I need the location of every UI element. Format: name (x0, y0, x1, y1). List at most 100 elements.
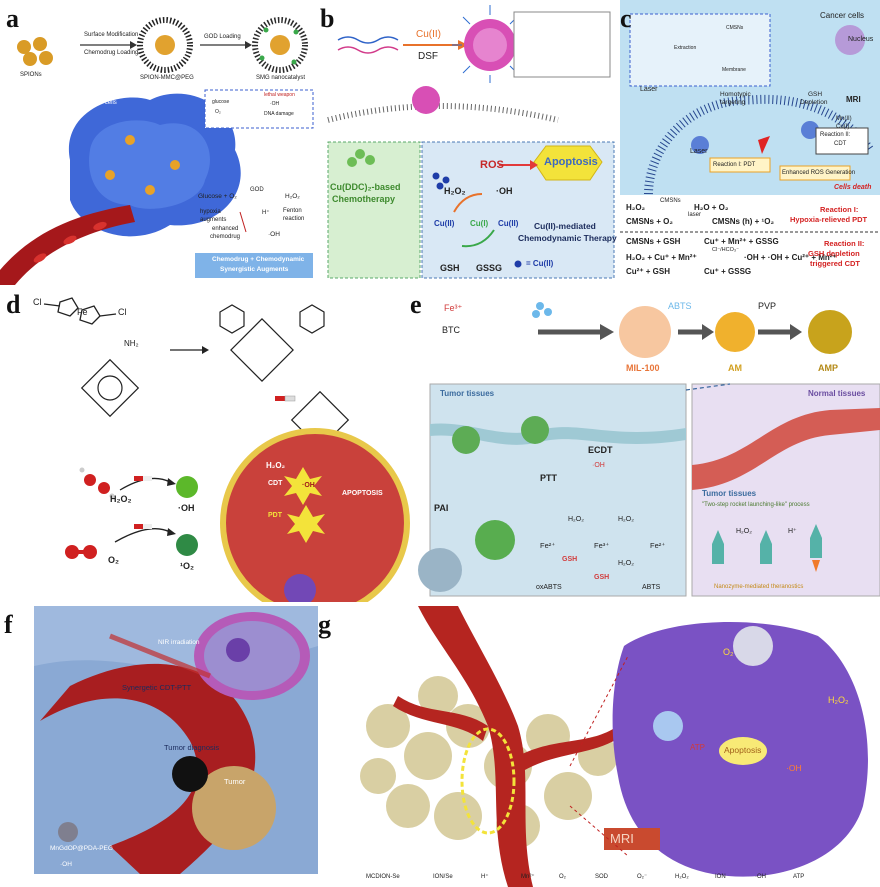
panel-a: a SPIONs Surface Modification Chemodrug … (0, 0, 318, 285)
e-fe3: Fe³⁺ (444, 303, 463, 313)
f-h2o2: H₂O₂ (60, 875, 75, 882)
cascade-enhanced: enhanced (212, 226, 239, 232)
e-pvp: PVP (758, 301, 777, 311)
d-apoptosis: APOPTOSIS (342, 490, 383, 497)
e-pai: PAI (434, 503, 449, 513)
c-reaction2-box-1: Reaction II: (820, 132, 851, 138)
b-apoptosis-label: Apoptosis (544, 156, 598, 168)
cascade-augments: augments (200, 217, 227, 223)
c-homotypic-2: targeting (720, 99, 746, 106)
b-ros-label: ROS (480, 159, 504, 171)
d-cl-right: Cl (118, 307, 127, 317)
c-gsh-depletion-1: GSH (808, 91, 823, 98)
b-cu-left: Cu(II) (434, 219, 455, 228)
e-tumor-tissues-2: Tumor tissues (702, 489, 757, 498)
f-tumor: Tumor (224, 777, 246, 786)
c-laser-top: Laser (640, 86, 658, 93)
panel-f-label: f (4, 610, 13, 639)
g-leg-ion: ION (715, 874, 726, 880)
c-eq2-cat: laser (688, 212, 702, 218)
banner-line-1: Chemodrug + Chemodynamic (212, 256, 305, 263)
panel-e-label: e (410, 290, 422, 319)
e-hplus: H⁺ (788, 528, 797, 535)
e-rocket: "Two-step rocket launching-like" process (702, 502, 810, 508)
e-fe3-mid: Fe³⁺ (594, 541, 610, 550)
cascade-god: GOD (250, 187, 264, 193)
c-gsh-depletion-2: Depletion (800, 99, 828, 106)
e-h2o2-2: H₂O₂ (618, 516, 634, 523)
c-eq3-left: CMSNs + GSH (626, 237, 681, 246)
tumor-cells-label: Tumor cells (86, 100, 117, 106)
e-oh: ·OH (592, 462, 605, 469)
e-tumor-tissues: Tumor tissues (440, 389, 495, 398)
c-reaction2-line2: GSH depletion (808, 249, 860, 258)
c-reaction2-title: Reaction II: (824, 239, 865, 248)
panel-g: g MRI Apoptosis ATP O₂ H₂O₂ ·OH MCDION-S… (318, 606, 880, 887)
c-eq4-cat: Cl⁻/HCO₃⁻ (712, 247, 739, 253)
d-nh2: NH₂ (124, 339, 139, 348)
c-extraction: Extraction (674, 45, 697, 51)
panel-c-label: c (620, 4, 632, 33)
panel-g-label: g (318, 610, 331, 639)
surface-modification-label: Surface Modification (84, 32, 139, 38)
g-h2o2: H₂O₂ (828, 695, 849, 705)
e-h2o2-1: H₂O₂ (568, 516, 584, 523)
e-mil100: MIL-100 (626, 363, 660, 373)
c-cancer-cells: Cancer cells (820, 11, 865, 20)
b-h2o2-label: H₂O₂ (444, 186, 466, 196)
c-cmsns: CMSNs (726, 25, 744, 31)
e-ecdt: ECDT (588, 445, 613, 455)
g-leg-mcdion: MCDION-Se (366, 874, 400, 880)
c-eq1-left: H₂O₂ (626, 203, 646, 212)
panel-d: d Cl Fe Cl NH₂ H₂O₂ O₂ ·OH ¹O₂ H₂O₂ CDT … (0, 290, 410, 602)
f-diagnosis: Tumor diagnosis (164, 743, 220, 752)
c-eq1-right: H₂O + O₂ (694, 203, 729, 212)
c-reaction1-sub: Hypoxia-relieved PDT (790, 215, 868, 224)
c-reaction2-line3: triggered CDT (810, 259, 861, 268)
god-loading-label: GOD Loading (204, 34, 241, 40)
g-leg-oh: ·OH (755, 874, 766, 880)
e-normal-tissues: Normal tissues (808, 389, 866, 398)
b-gssg-label: GSSG (476, 263, 503, 273)
c-reaction2-box-2: CDT (834, 141, 847, 147)
g-apoptosis: Apoptosis (724, 745, 762, 755)
panel-a-drawing (0, 17, 314, 285)
b-cu-label: Cu(II) (416, 29, 441, 40)
legend-glucose: glucose (212, 99, 230, 105)
f-nir: NIR irradiation (158, 639, 200, 646)
legend-oh: ·OH (270, 101, 280, 107)
c-cu: Cu(I) (836, 124, 850, 130)
legend-o2: O₂ (215, 109, 221, 115)
c-eq1-cat: CMSNs (660, 198, 681, 204)
cascade-glucose: Glucose + O₂ (198, 193, 237, 200)
c-laser-mid: Laser (690, 148, 708, 155)
g-leg-mn: Mn²⁺ (521, 874, 535, 880)
d-cl-left: Cl (33, 297, 42, 307)
c-eq4-right: ·OH + ·OH + Cu²⁺ + Mn²⁺ (744, 253, 837, 262)
c-cells-death: Cells death (834, 184, 872, 191)
c-ros-box: Enhanced ROS Generation (782, 170, 856, 176)
panel-e-drawing (418, 302, 880, 597)
d-fe: Fe (77, 307, 88, 317)
e-am: AM (728, 363, 742, 373)
d-cell-oh: ·OH (302, 482, 315, 489)
panel-b: b Cu(II) DSF Cu(DDC)₂-based Chemotherapy… (318, 0, 620, 285)
cascade-hypoxia: hypoxia (200, 209, 221, 215)
d-h2o2: H₂O₂ (110, 494, 132, 504)
e-nanozyme: Nanozyme-mediated theranostics (714, 584, 804, 590)
g-oh: ·OH (786, 763, 802, 773)
b-cdt-line2: Chemodynamic Therapy (518, 233, 617, 243)
e-fe2-left: Fe²⁺ (540, 541, 556, 550)
c-eq3-right: Cu⁺ + Mn²⁺ + GSSG (704, 237, 779, 246)
cascade-oh: ·OH (268, 231, 280, 238)
banner-line-2: Synergistic Augments (220, 266, 289, 273)
cascade-fenton: Fenton (283, 208, 302, 214)
f-agent: MnGdOP@PDA-PEG (50, 845, 113, 852)
d-o2: O₂ (108, 555, 119, 565)
g-o2: O₂ (723, 647, 734, 657)
g-leg-superoxide: O₂⁻ (637, 874, 648, 880)
g-leg-atp: ATP (793, 874, 805, 880)
c-eq2-left: CMSNs + O₂ (626, 217, 673, 226)
cascade-chemodrug: chemodrug (210, 234, 241, 240)
smg-nanocatalyst-label: SMG nanocatalyst (256, 75, 306, 81)
